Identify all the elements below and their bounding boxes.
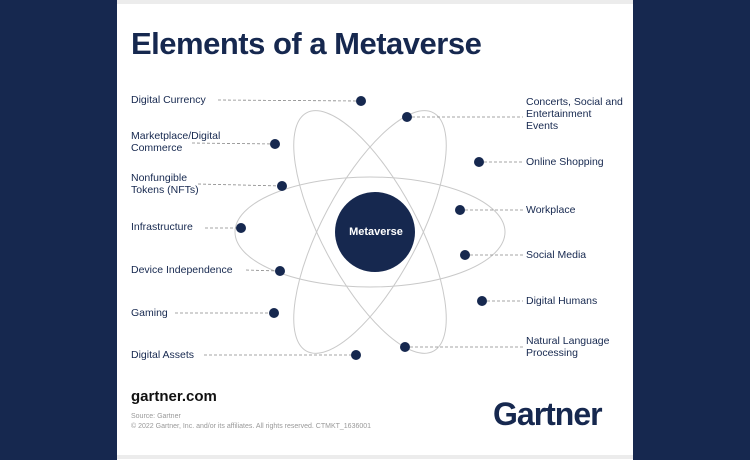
node-dot xyxy=(400,342,410,352)
node-dot xyxy=(277,181,287,191)
label-social-media: Social Media xyxy=(526,249,587,261)
node-dot xyxy=(275,266,285,276)
gartner-logo: Gartner xyxy=(493,396,603,432)
label-nlp: Natural Language Processing xyxy=(526,335,610,359)
node-dot xyxy=(477,296,487,306)
label-digital-assets: Digital Assets xyxy=(131,349,195,361)
node-dot xyxy=(474,157,484,167)
label-digital-humans: Digital Humans xyxy=(526,295,598,307)
connector xyxy=(191,142,276,145)
label-gaming: Gaming xyxy=(131,307,168,319)
center-label: Metaverse xyxy=(349,226,403,238)
copyright-line: © 2022 Gartner, Inc. and/or its affiliat… xyxy=(131,423,372,430)
orbit-tilted-right xyxy=(293,110,447,354)
source-text: Source: Gartner © 2022 Gartner, Inc. and… xyxy=(131,412,371,432)
label-marketplace: Marketplace/Digital Commerce xyxy=(131,130,221,154)
site-link[interactable]: gartner.com xyxy=(131,388,217,405)
label-online-shopping: Online Shopping xyxy=(526,156,604,168)
metaverse-center-circle xyxy=(335,192,415,272)
label-concerts: Concerts, Social and Entertainment Event… xyxy=(526,96,623,132)
node-dot xyxy=(351,350,361,360)
bottom-strip xyxy=(117,455,633,459)
page-title: Elements of a Metaverse xyxy=(131,26,482,61)
node-dot xyxy=(236,223,246,233)
label-digital-currency: Digital Currency xyxy=(131,94,206,106)
source-line: Source: Gartner xyxy=(131,413,181,420)
node-dot xyxy=(455,205,465,215)
orbit-horizontal xyxy=(234,176,506,288)
label-nfts: Nonfungible Tokens (NFTs) xyxy=(131,172,199,196)
top-strip xyxy=(117,0,633,4)
connector xyxy=(217,99,361,102)
label-infrastructure: Infrastructure xyxy=(131,221,193,233)
orbit-tilted-left xyxy=(293,110,447,354)
label-workplace: Workplace xyxy=(526,204,576,216)
node-dot xyxy=(356,96,366,106)
connector xyxy=(197,183,283,187)
node-dot xyxy=(460,250,470,260)
node-dot xyxy=(402,112,412,122)
connector xyxy=(245,269,281,272)
node-dot xyxy=(269,308,279,318)
node-dot xyxy=(270,139,280,149)
label-device-independence: Device Independence xyxy=(131,264,233,276)
